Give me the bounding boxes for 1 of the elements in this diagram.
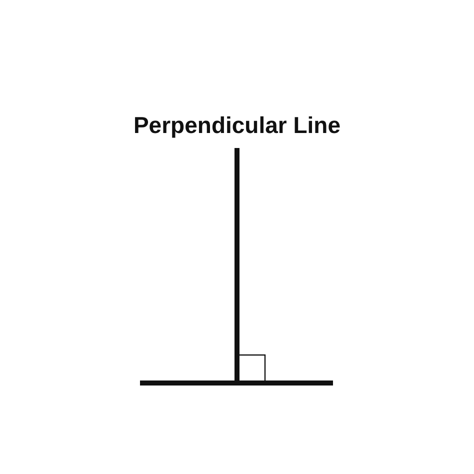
diagram-title: Perpendicular Line	[132, 112, 342, 139]
